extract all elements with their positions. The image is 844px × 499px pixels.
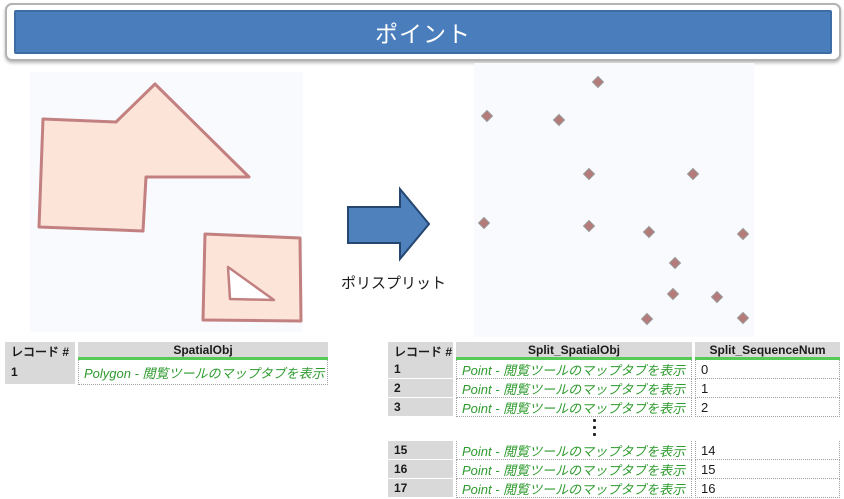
point-marker xyxy=(666,287,680,301)
rows-omitted-gap xyxy=(388,417,840,441)
page-title: ポイント xyxy=(375,21,471,47)
result-map-area xyxy=(474,63,754,337)
record-number-cell: 16 xyxy=(388,460,453,479)
source-polygon xyxy=(37,82,251,233)
column-header-record: レコード # xyxy=(388,342,453,360)
split-sequencenum-cell: 16 xyxy=(695,479,840,498)
point-marker xyxy=(591,75,605,89)
split-spatialobj-link-cell[interactable]: Point - 閲覧ツールのマップタブを表示 xyxy=(456,398,692,417)
split-spatialobj-link-cell[interactable]: Point - 閲覧ツールのマップタブを表示 xyxy=(456,360,692,379)
result-points xyxy=(477,75,750,326)
split-spatialobj-link-cell[interactable]: Point - 閲覧ツールのマップタブを表示 xyxy=(456,379,692,398)
source-square xyxy=(201,232,303,323)
point-marker xyxy=(642,225,656,239)
record-number-cell: 3 xyxy=(388,398,453,417)
result-table: レコード # Split_SpatialObj Split_SequenceNu… xyxy=(388,342,840,498)
point-marker xyxy=(640,312,654,326)
point-marker xyxy=(552,113,566,127)
point-marker xyxy=(736,311,750,325)
tool-name-label: ポリスプリット xyxy=(341,275,447,292)
split-sequencenum-cell: 1 xyxy=(695,379,840,398)
record-number-cell: 2 xyxy=(388,379,453,398)
square-hole-triangle xyxy=(226,265,276,302)
point-marker xyxy=(710,290,724,304)
column-header-record: レコード # xyxy=(5,342,75,360)
ellipsis-icon xyxy=(593,419,596,436)
record-number-cell: 17 xyxy=(388,479,453,498)
split-spatialobj-link-cell[interactable]: Point - 閲覧ツールのマップタブを表示 xyxy=(456,441,692,460)
diagram-canvas xyxy=(37,75,750,326)
point-marker xyxy=(686,167,700,181)
split-spatialobj-link-cell[interactable]: Point - 閲覧ツールのマップタブを表示 xyxy=(456,460,692,479)
point-marker xyxy=(480,109,494,123)
split-spatialobj-link-cell[interactable]: Point - 閲覧ツールのマップタブを表示 xyxy=(456,479,692,498)
point-marker xyxy=(736,227,750,241)
record-number-cell: 1 xyxy=(388,360,453,379)
spatialobj-link-cell[interactable]: Polygon - 閲覧ツールのマップタブを表示 xyxy=(78,360,328,385)
title-banner: ポイント xyxy=(14,10,832,54)
transform-arrow-icon xyxy=(347,186,431,262)
record-number-cell: 1 xyxy=(5,360,75,385)
column-header-split-spatialobj: Split_SpatialObj xyxy=(456,342,692,360)
column-header-spatialobj: SpatialObj xyxy=(78,342,328,360)
point-marker xyxy=(477,216,491,230)
column-header-split-sequencenum: Split_SequenceNum xyxy=(695,342,840,360)
split-sequencenum-cell: 0 xyxy=(695,360,840,379)
record-number-cell: 15 xyxy=(388,441,453,460)
title-banner-frame: ポイント xyxy=(5,3,841,61)
point-marker xyxy=(582,219,596,233)
split-sequencenum-cell: 14 xyxy=(695,441,840,460)
split-sequencenum-cell: 15 xyxy=(695,460,840,479)
point-marker xyxy=(668,256,682,270)
point-marker xyxy=(582,167,596,181)
split-sequencenum-cell: 2 xyxy=(695,398,840,417)
